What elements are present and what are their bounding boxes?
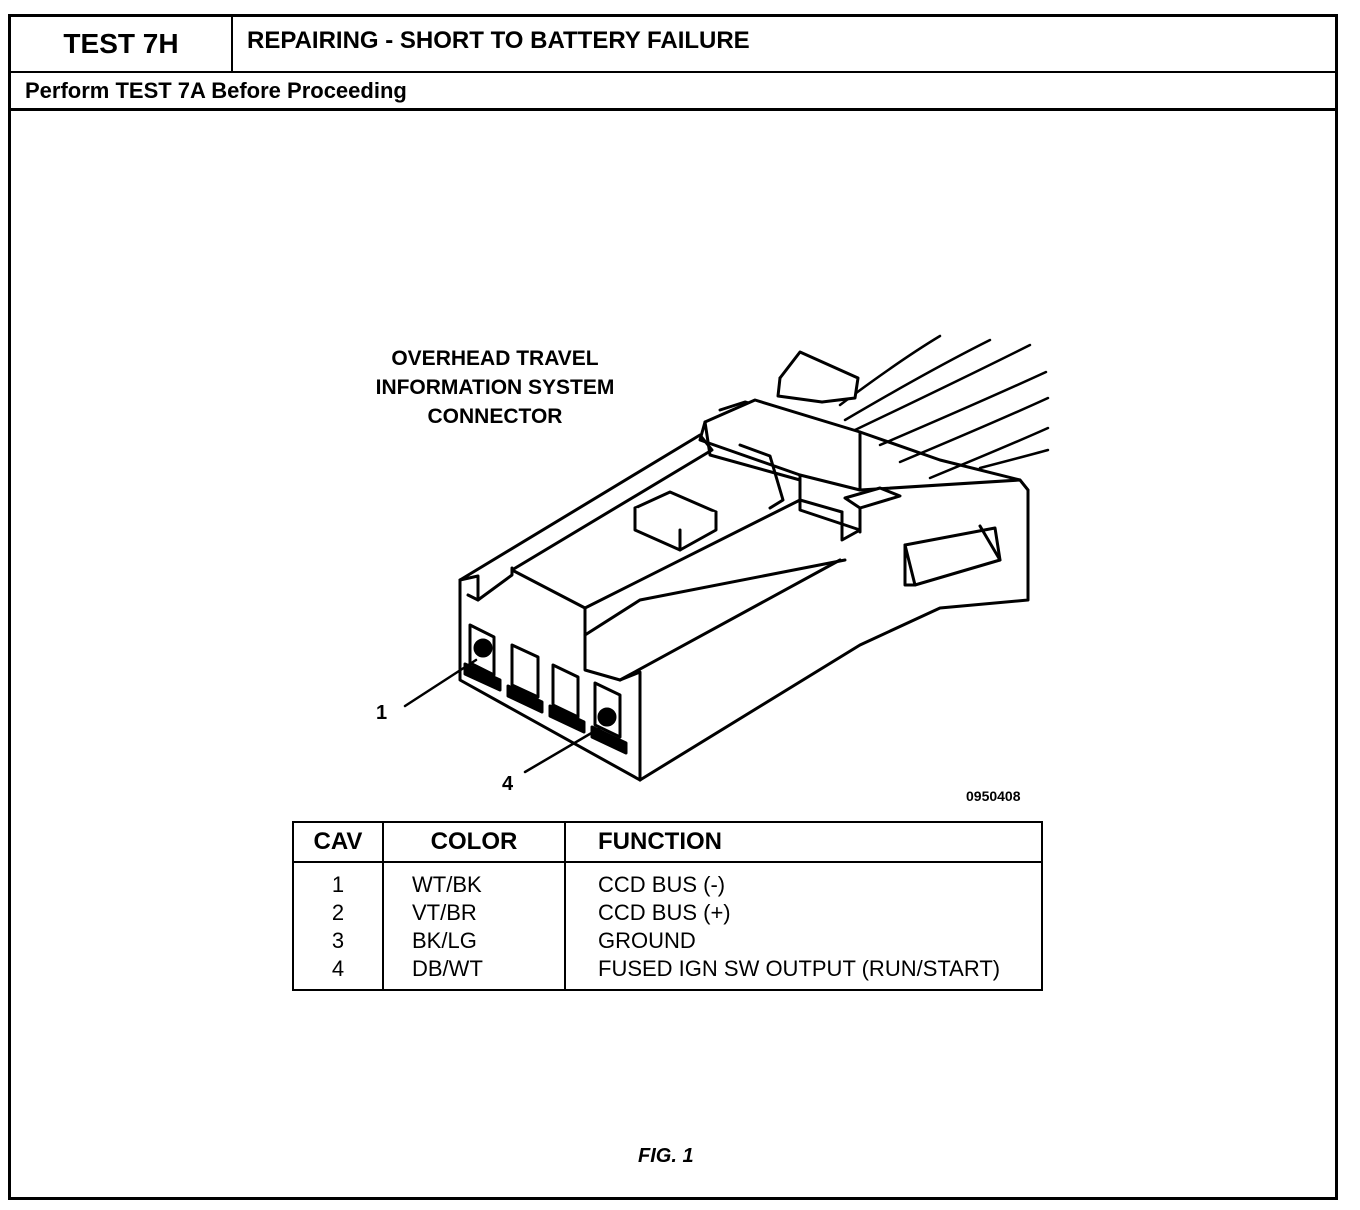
figure-label: FIG. 1 (638, 1145, 694, 1167)
connector-title-line: INFORMATION SYSTEM (375, 376, 615, 399)
connector-title-line: OVERHEAD TRAVEL (391, 347, 599, 370)
table-row: 3 BK/LG GROUND (293, 927, 1042, 955)
pinout-table: CAV COLOR FUNCTION 1 WT/BK CCD BUS (-) 2… (292, 821, 1043, 991)
table-row: 2 VT/BR CCD BUS (+) (293, 899, 1042, 927)
table-row: 1 WT/BK CCD BUS (-) (293, 862, 1042, 899)
header-color: COLOR (382, 822, 565, 863)
header-cav: CAV (293, 822, 383, 863)
callout-4-label: 4 (502, 773, 514, 795)
prerequisite-row: Perform TEST 7A Before Proceeding (11, 73, 1335, 111)
figure-code: 0950408 (966, 788, 1021, 804)
color-cell: WT/BK (382, 862, 565, 899)
connector-title-line: CONNECTOR (427, 405, 563, 428)
header-row: TEST 7H REPAIRING - SHORT TO BATTERY FAI… (11, 17, 1335, 73)
cav-cell: 3 (331, 928, 345, 953)
connector-title: OVERHEAD TRAVEL INFORMATION SYSTEM CONNE… (330, 344, 660, 431)
function-cell: CCD BUS (+) (564, 899, 1042, 927)
cav-cell: 1 (331, 872, 345, 897)
function-cell: CCD BUS (-) (564, 862, 1042, 899)
test-title: REPAIRING - SHORT TO BATTERY FAILURE (247, 27, 750, 54)
cav-cell: 2 (331, 900, 345, 925)
header-function: FUNCTION (564, 822, 1042, 863)
page-frame: TEST 7H REPAIRING - SHORT TO BATTERY FAI… (8, 14, 1338, 1200)
function-cell: FUSED IGN SW OUTPUT (RUN/START) (564, 955, 1042, 990)
pinout-header-row: CAV COLOR FUNCTION (293, 822, 1042, 863)
table-row: 4 DB/WT FUSED IGN SW OUTPUT (RUN/START) (293, 955, 1042, 990)
function-cell: GROUND (564, 927, 1042, 955)
callout-1-label: 1 (376, 702, 388, 724)
color-cell: BK/LG (382, 927, 565, 955)
test-id: TEST 7H (11, 17, 233, 71)
color-cell: VT/BR (382, 899, 565, 927)
color-cell: DB/WT (382, 955, 565, 990)
prerequisite-text: Perform TEST 7A Before Proceeding (25, 78, 407, 103)
cav-cell: 4 (331, 956, 345, 981)
